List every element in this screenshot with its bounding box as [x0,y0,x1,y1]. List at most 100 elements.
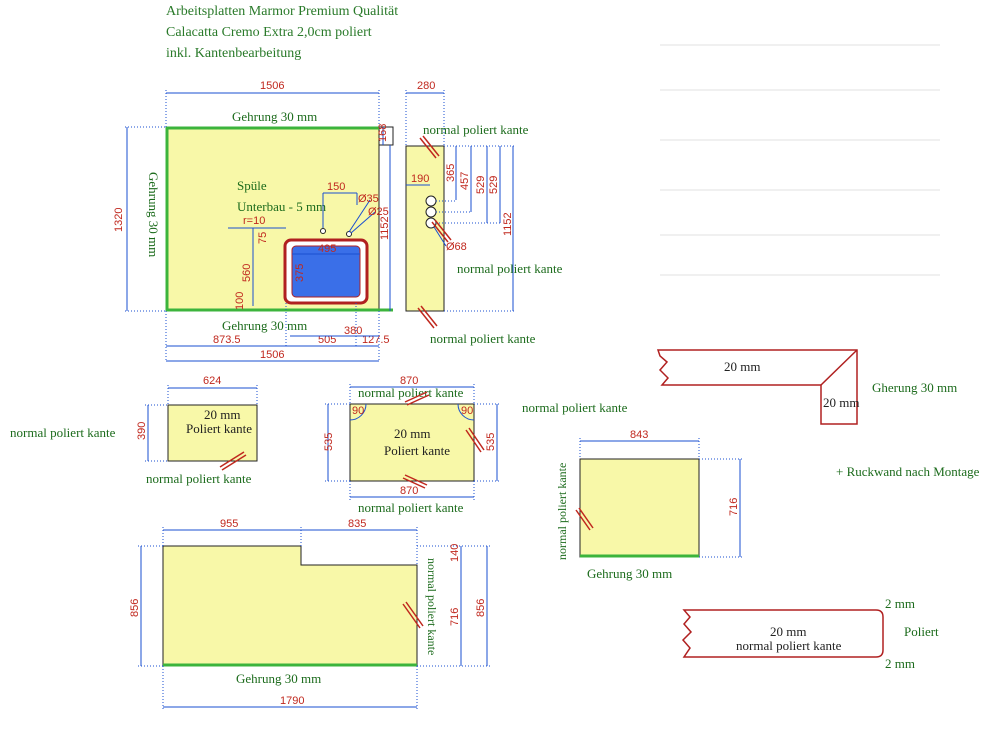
edge-profile-label: Poliert [904,624,939,639]
dim-624: 624 [203,375,221,387]
note-backsplash: + Ruckwand nach Montage [836,464,980,479]
dim-365: 365 [445,164,457,182]
dim-843: 843 [630,429,648,441]
dim-1790: 1790 [280,695,304,707]
dim-radius: r=10 [243,215,265,227]
mid-plate-text-2: Poliert kante [384,443,450,458]
dim-870-bottom: 870 [400,485,418,497]
sink-title: Spüle [237,178,267,193]
dim-457: 457 [459,172,471,190]
dim-68: Ø68 [446,241,467,253]
edge-square-bottom: Gehrung 30 mm [587,566,672,581]
edge-label-left: Gehrung 30 mm [146,172,161,257]
corner-arc-right [457,403,475,421]
dim-856-right: 856 [475,599,487,617]
sink-basin [291,245,361,298]
edge-strip-mid: normal poliert kante [457,261,563,276]
side-strip: 280 190 365 457 529 529 1152 Ø68 normal … [405,80,563,346]
small-plate-text-1: 20 mm [204,407,240,422]
dim-main-height-right: 1152 [379,216,391,240]
dim-190: 190 [411,173,429,185]
dim-main-height-left: 1320 [113,208,125,232]
edge-small-bottom: normal poliert kante [146,471,252,486]
dim-strip-width: 280 [417,80,435,92]
small-plate: 624 390 20 mm Poliert kante normal polie… [10,375,258,486]
edge-profile-bottom: 2 mm [885,656,915,671]
edge-profile-line-1: 20 mm [770,624,806,639]
header-line-3: inkl. Kantenbearbeitung [166,46,301,61]
dim-535-right: 535 [485,433,497,451]
corner-90-left: 90 [352,405,364,417]
socket-2 [425,206,437,218]
dim-716-big: 716 [449,608,461,626]
dim-505: 505 [318,334,336,346]
dim-main-notch: 168 [377,124,389,142]
miter-profile: 20 mm 20 mm Gherung 30 mm [656,349,957,425]
dim-390: 390 [136,422,148,440]
dim-380: 380 [344,325,362,337]
dim-873: 873.5 [213,334,241,346]
dim-main-width-bottom: 1506 [260,349,284,361]
socket-1 [425,195,437,207]
tap-hole [320,228,326,234]
dim-main-width-top: 1506 [260,80,284,92]
edge-label-bottom: Gehrung 30 mm [222,318,307,333]
big-plate-shape [162,545,418,667]
dim-75: 75 [257,232,269,244]
dim-150: 150 [327,181,345,193]
edge-square-left: normal poliert kante [555,463,569,560]
dim-hole-35: Ø35 [358,193,379,205]
square-plate-shape [579,458,700,558]
dim-535-left: 535 [323,433,335,451]
mid-plate: 870 normal poliert kante 90 90 20 mm Pol… [323,375,628,515]
header-line-2: Calacatta Cremo Extra 2,0cm poliert [166,25,372,40]
edge-strip-bottom: normal poliert kante [430,331,536,346]
dim-529a: 529 [475,176,487,194]
small-plate-shape [167,404,258,462]
small-plate-text-2: Poliert kante [186,421,252,436]
edge-profile-line-2: normal poliert kante [736,638,842,653]
dim-hole-25: Ø25 [368,206,389,218]
scan-artefacts [660,44,940,276]
edge-profile-top: 2 mm [885,596,915,611]
dim-140: 140 [449,544,461,562]
dim-495: 495 [318,243,336,255]
dim-100: 100 [234,292,246,310]
dim-955: 955 [220,518,238,530]
dim-856-left: 856 [129,599,141,617]
dim-strip-1152: 1152 [502,212,514,236]
edge-big-bottom: Gehrung 30 mm [236,671,321,686]
drain-hole [346,231,352,237]
edge-profile: 20 mm normal poliert kante 2 mm 2 mm Pol… [681,596,939,671]
dim-870-top: 870 [400,375,418,387]
sink-subtitle: Unterbau - 5 mm [237,199,326,214]
miter-profile-shape [656,349,858,425]
socket-3 [425,217,437,229]
edge-mid-bottom: normal poliert kante [358,500,464,515]
corner-90-right: 90 [461,405,473,417]
corner-arc-left [349,403,367,421]
edge-mid-top: normal poliert kante [358,385,464,400]
header-line-1: Arbeitsplatten Marmor Premium Qualität [166,4,398,19]
side-strip-shape [405,145,445,312]
mid-plate-text-1: 20 mm [394,426,430,441]
edge-big-right: normal poliert kante [425,558,439,655]
square-plate: 843 716 normal poliert kante Gehrung 30 … [555,429,742,581]
miter-profile-label: Gherung 30 mm [872,380,957,395]
edge-small-left: normal poliert kante [10,425,116,440]
main-plate: 1506 Gehrung 30 mm 1320 Gehrung 30 mm 11… [113,80,394,362]
dim-560: 560 [241,264,253,282]
edge-label-top: Gehrung 30 mm [232,109,317,124]
edge-profile-shape [681,609,884,658]
dim-835: 835 [348,518,366,530]
dim-127: 127.5 [362,334,390,346]
edge-mid-right: normal poliert kante [522,400,628,415]
mid-plate-shape [349,403,475,482]
dim-716: 716 [728,498,740,516]
dim-375: 375 [294,264,306,282]
miter-profile-top: 20 mm [724,359,760,374]
dim-529b: 529 [488,176,500,194]
miter-profile-side: 20 mm [823,395,859,410]
edge-strip-top: normal poliert kante [423,122,529,137]
